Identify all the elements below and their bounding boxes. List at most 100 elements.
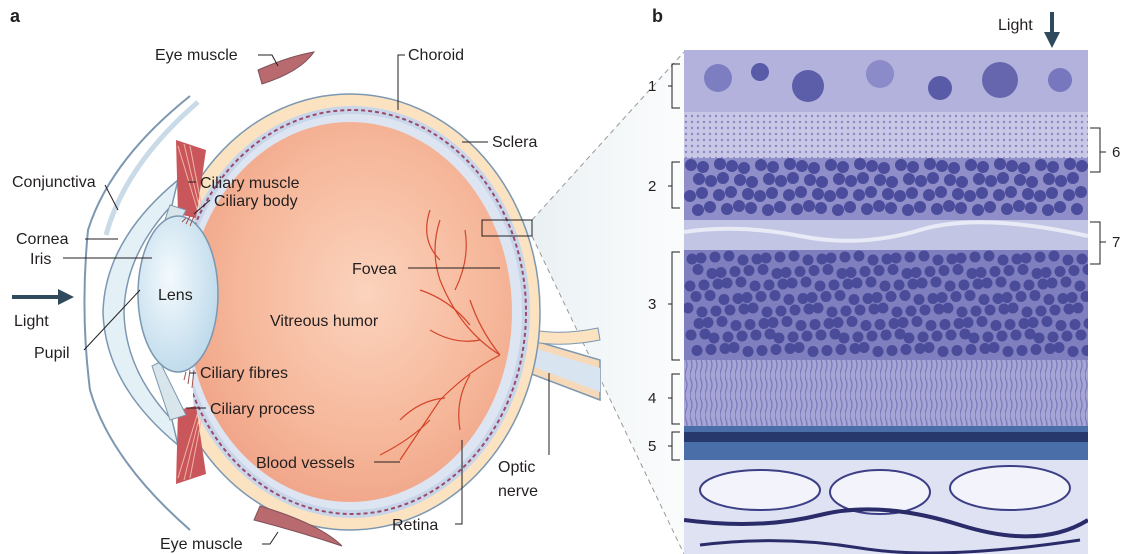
cell-nucleus [976, 267, 987, 278]
cell-nucleus [744, 265, 755, 276]
cell-nucleus [888, 264, 899, 275]
cell-nucleus [696, 253, 707, 264]
cell-nucleus [796, 320, 807, 331]
cell-nucleus [906, 187, 918, 199]
cell-nucleus [692, 345, 703, 356]
cell-nucleus [938, 346, 949, 357]
layer-5-band [684, 426, 1088, 460]
cell-nucleus [1018, 264, 1029, 275]
cell-nucleus [979, 294, 990, 305]
cell-nucleus [803, 255, 814, 266]
cell-nucleus [1067, 172, 1079, 184]
cell-nucleus [1043, 173, 1055, 185]
cell-nucleus [927, 172, 939, 184]
cell-nucleus [854, 158, 866, 170]
cell-nucleus [1084, 318, 1095, 329]
cell-nucleus [868, 255, 879, 266]
cell-nucleus [1026, 176, 1038, 188]
cell-nucleus [1063, 189, 1075, 201]
cell-nucleus [855, 305, 866, 316]
label-optic-nerve-1: Optic [498, 459, 535, 476]
label-ciliary-body: Ciliary body [214, 193, 298, 210]
cell-nucleus [892, 307, 903, 318]
cell-nucleus [733, 200, 745, 212]
cell-nucleus [725, 186, 737, 198]
cell-nucleus [1021, 253, 1032, 264]
cell-nucleus [1063, 255, 1074, 266]
panel-b-label: b [652, 6, 663, 26]
cell-nucleus [1067, 292, 1078, 303]
cell-nucleus [829, 280, 840, 291]
cell-nucleus [743, 346, 754, 357]
cell-nucleus [758, 264, 769, 275]
label-conjunctiva: Conjunctiva [12, 174, 96, 191]
label-vitreous-humor: Vitreous humor [270, 313, 379, 330]
cell-nucleus [711, 306, 722, 317]
cell-nucleus [932, 331, 943, 342]
cell-nucleus [1071, 203, 1083, 215]
cell-nucleus [985, 175, 997, 187]
cell-nucleus [699, 280, 710, 291]
cell-nucleus [776, 306, 787, 317]
cell-nucleus [990, 266, 1001, 277]
cell-nucleus [790, 305, 801, 316]
cell-nucleus [815, 202, 827, 214]
cell-nucleus [918, 332, 929, 343]
cell-nucleus [1035, 252, 1046, 263]
cell-nucleus [948, 162, 960, 174]
cell-nucleus [755, 159, 767, 171]
cell-nucleus [1055, 175, 1067, 187]
cell-nucleus [802, 331, 813, 342]
light-arrow-down [1044, 12, 1060, 48]
cell-nucleus [719, 294, 730, 305]
cell-nucleus [782, 316, 793, 327]
cell-nucleus [1042, 316, 1053, 327]
cell-nucleus [722, 278, 733, 289]
cell-nucleus [836, 344, 847, 355]
cell-nucleus [704, 201, 716, 213]
cell-nucleus [854, 251, 865, 262]
cell-nucleus [937, 292, 948, 303]
cell-nucleus [1022, 307, 1033, 318]
cell-nucleus [861, 203, 873, 215]
cell-nucleus [952, 188, 964, 200]
cell-nucleus [757, 345, 768, 356]
cell-nucleus [774, 201, 786, 213]
cell-nucleus [846, 267, 857, 278]
cell-nucleus [894, 280, 905, 291]
cell-nucleus [945, 281, 956, 292]
cell-nucleus [1006, 160, 1018, 172]
cell-nucleus [853, 189, 865, 201]
cell-nucleus [1017, 345, 1028, 356]
cell-nucleus [813, 303, 824, 314]
cell-nucleus [1075, 281, 1086, 292]
cell-nucleus [738, 255, 749, 266]
cell-nucleus [1008, 303, 1019, 314]
cell-nucleus [983, 332, 994, 343]
cell-nucleus [762, 307, 773, 318]
cell-nucleus [697, 307, 708, 318]
cell-nucleus [993, 189, 1005, 201]
cell-nucleus [716, 267, 727, 278]
cell-nucleus [1001, 203, 1013, 215]
cell-nucleus [808, 346, 819, 357]
cell-nucleus [1069, 265, 1080, 276]
cell-nucleus [1031, 344, 1042, 355]
cell-nucleus [989, 342, 1000, 353]
layer-number-5: 5 [648, 438, 656, 455]
cell-nucleus [684, 190, 696, 202]
cell-nucleus [833, 173, 845, 185]
cell-nucleus [808, 162, 820, 174]
cell-nucleus [963, 317, 974, 328]
cell-nucleus [886, 176, 898, 188]
cell-nucleus [1034, 333, 1045, 344]
cell-nucleus [781, 267, 792, 278]
cell-nucleus [972, 204, 984, 216]
cell-nucleus [795, 266, 806, 277]
cell-nucleus [1046, 187, 1058, 199]
cell-nucleus [775, 175, 787, 187]
cell-nucleus [1047, 278, 1058, 289]
cell-nucleus [821, 291, 832, 302]
cell-nucleus [1083, 264, 1094, 275]
cell-nucleus [1014, 174, 1026, 186]
